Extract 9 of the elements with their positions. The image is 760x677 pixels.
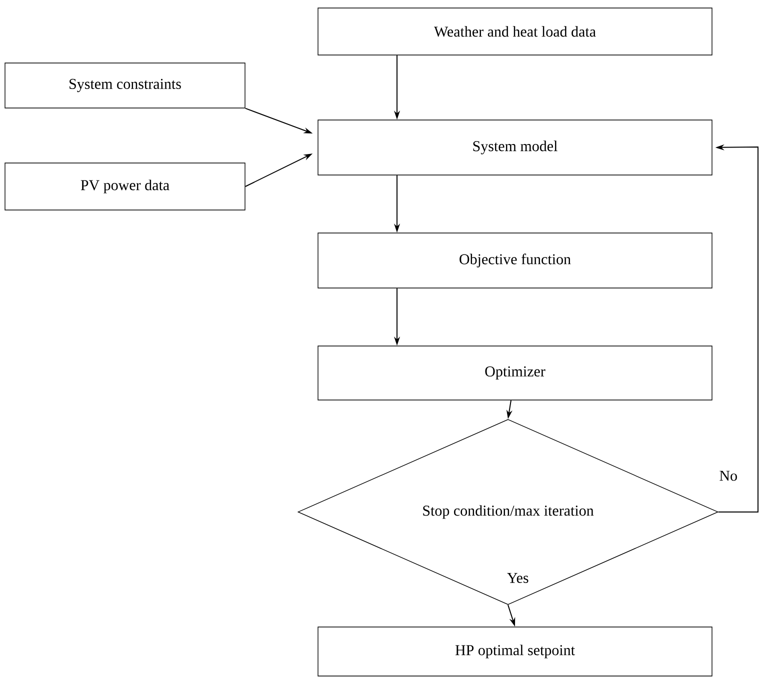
- process-box: System model: [318, 120, 712, 176]
- process-box: HP optimal setpoint: [318, 626, 712, 676]
- process-box: Objective function: [318, 232, 712, 288]
- edge-label: Yes: [506, 572, 530, 584]
- edge-label: No: [718, 470, 739, 482]
- process-box: System constraints: [4, 62, 246, 108]
- process-box: PV power data: [4, 162, 246, 210]
- process-box: Optimizer: [318, 346, 712, 400]
- process-box: Weather and heat load data: [318, 8, 712, 56]
